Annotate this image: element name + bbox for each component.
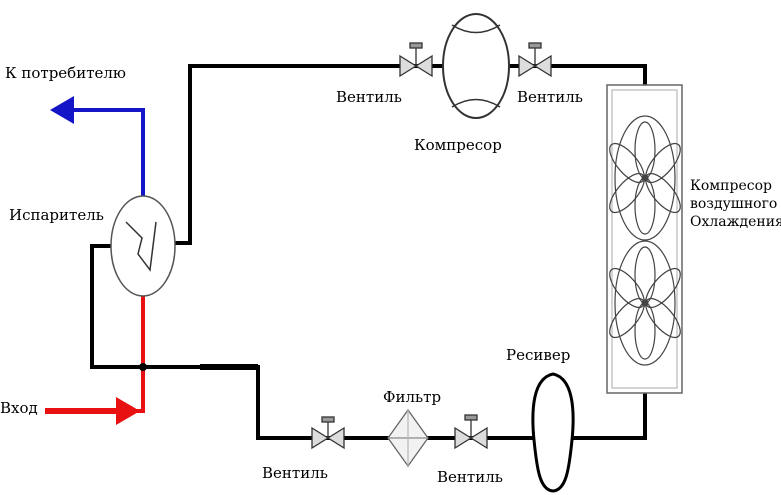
junction-dot [139,363,147,371]
inlet-arrow [116,397,140,425]
label-air-cooled-line3: Охлаждения [690,214,781,230]
valve-top-left [399,42,433,78]
cold-water-line [68,108,145,196]
label-receiver: Ресивер [506,346,571,364]
label-valve-bottom-left: Вентиль [262,464,328,482]
fan-lower [609,240,681,366]
cold-water-arrow [50,96,74,124]
label-air-cooled-line1: Компресор [690,178,772,194]
valve-bottom-right [454,414,488,450]
valve-top-right [518,42,552,78]
label-evaporator: Испаритель [9,206,104,224]
evaporator [110,195,176,297]
label-valve-bottom-right: Вентиль [437,468,503,486]
compressor [442,13,510,119]
label-valve-top-right: Вентиль [517,88,583,106]
label-compressor: Компресор [414,136,502,154]
valve-bottom-left [311,416,345,450]
label-air-cooled-line2: воздушного [690,196,778,212]
piping [90,64,647,440]
label-filter: Фильтр [383,388,442,406]
label-inlet: Вход [0,399,38,417]
pipe-condenser-to-receiver [572,393,647,440]
pipe-evaporator-to-compressor [175,64,647,245]
air-cooled-condenser [606,84,683,394]
label-air-cooled-condenser: Компресор воздушного Охлаждения [690,177,781,231]
filter [387,408,429,468]
label-consumer: К потребителю [5,64,126,82]
fan-upper [609,115,681,241]
pipe-liquid-line [90,244,535,440]
receiver [531,372,575,493]
label-valve-top-left: Вентиль [336,88,402,106]
hot-water-line [120,296,145,413]
